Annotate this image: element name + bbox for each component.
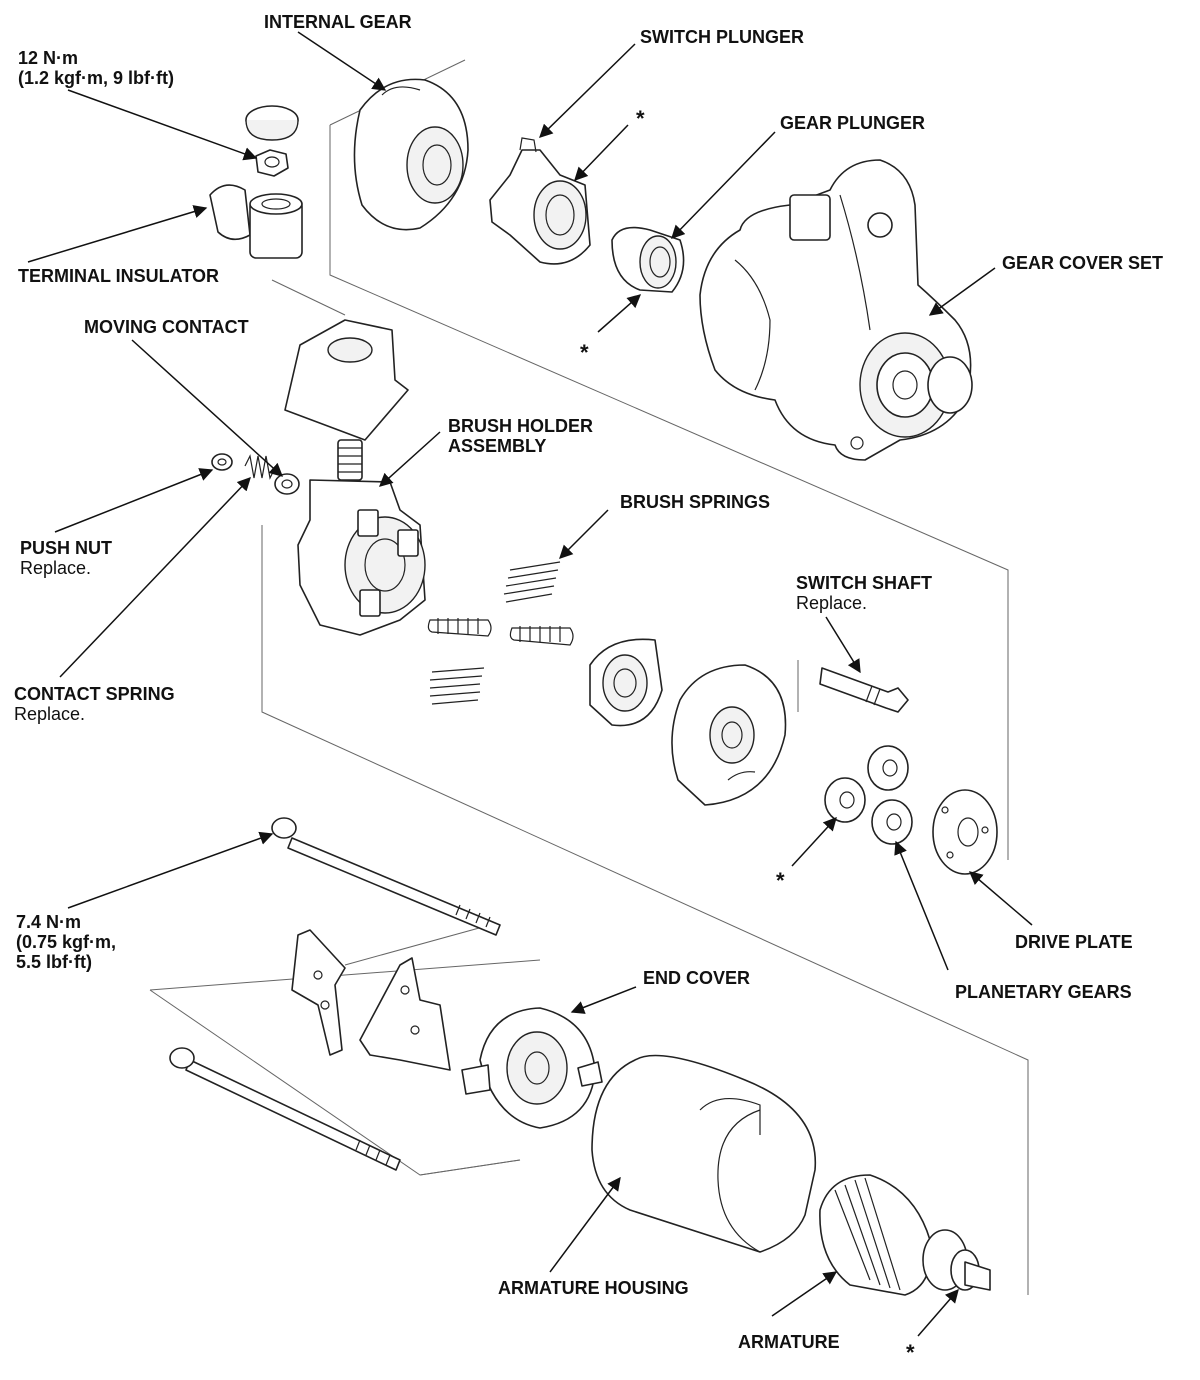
label-switch-shaft-note: Replace. (796, 593, 868, 613)
contact-spring-part (244, 454, 275, 480)
armature-part (819, 1174, 991, 1296)
label-internal-gear: INTERNAL GEAR (264, 12, 412, 32)
brush-springs-part (427, 561, 574, 705)
moving-contact-part (274, 473, 300, 495)
label-contact-spring-note: Replace. (14, 704, 86, 724)
label-armature: ARMATURE (738, 1332, 840, 1352)
terminal-insulator-part (209, 184, 303, 259)
through-bolt-upper (271, 817, 501, 936)
brush-plate-part (589, 638, 663, 727)
bracket-left (291, 929, 346, 1056)
switch-plunger-part (489, 137, 591, 265)
label-brush-holder-line1: BRUSH HOLDER (448, 416, 594, 436)
torque-bolt-line1: 7.4 N·m (16, 912, 82, 932)
label-switch-plunger: SWITCH PLUNGER (640, 27, 804, 47)
label-push-nut-title: PUSH NUT (20, 538, 113, 558)
end-cover-part (461, 1007, 603, 1129)
label-brush-holder-assembly: BRUSH HOLDER ASSEMBLY (448, 416, 593, 456)
bracket-right (359, 957, 451, 1071)
asterisk-armature: * (906, 1340, 915, 1365)
planetary-gears-part (824, 745, 913, 845)
label-gear-plunger: GEAR PLUNGER (780, 113, 926, 133)
brush-holder-assembly-part (297, 439, 426, 636)
asterisk-planetary-gear: * (776, 868, 785, 893)
switch-shaft-part (819, 667, 909, 713)
torque-nut-line2: (1.2 kgf·m, 9 lbf·ft) (18, 68, 174, 88)
gear-plunger-part (611, 226, 685, 293)
push-nut-part (211, 453, 233, 471)
label-planetary-gears: PLANETARY GEARS (955, 982, 1132, 1002)
label-terminal-insulator: TERMINAL INSULATOR (18, 266, 219, 286)
label-end-cover: END COVER (643, 968, 751, 988)
bearing-plate-part (671, 664, 787, 806)
asterisk-gear-plunger: * (580, 340, 589, 365)
label-push-nut-note: Replace. (20, 558, 92, 578)
label-switch-shaft: SWITCH SHAFT Replace. (796, 573, 932, 613)
torque-bolt-line3: 5.5 lbf·ft) (16, 952, 92, 972)
torque-nut: 12 N·m (1.2 kgf·m, 9 lbf·ft) (18, 48, 174, 88)
label-brush-holder-line2: ASSEMBLY (448, 436, 547, 456)
label-contact-spring: CONTACT SPRING Replace. (14, 684, 175, 724)
through-bolt-lower (169, 1047, 401, 1171)
label-gear-cover-set: GEAR COVER SET (1002, 253, 1164, 273)
gear-cover-set-part (699, 159, 973, 461)
assembly-guide-lines (149, 59, 1029, 1295)
torque-bolt-line2: (0.75 kgf·m, (16, 932, 117, 952)
label-push-nut: PUSH NUT Replace. (20, 538, 112, 578)
label-brush-springs: BRUSH SPRINGS (620, 492, 771, 512)
drive-plate-part (932, 789, 998, 875)
terminal-housing-part (284, 319, 409, 441)
label-drive-plate: DRIVE PLATE (1015, 932, 1133, 952)
internal-gear-part (353, 78, 469, 231)
label-switch-shaft-title: SWITCH SHAFT (796, 573, 932, 593)
terminal-cap (245, 105, 299, 141)
terminal-nut (255, 149, 289, 177)
torque-bolt: 7.4 N·m (0.75 kgf·m, 5.5 lbf·ft) (16, 912, 116, 972)
label-armature-housing: ARMATURE HOUSING (498, 1278, 689, 1298)
label-moving-contact: MOVING CONTACT (84, 317, 249, 337)
torque-nut-line1: 12 N·m (18, 48, 79, 68)
leader-lines (27, 31, 1033, 1337)
armature-housing-part (591, 1054, 817, 1253)
asterisk-switch-plunger: * (636, 106, 645, 131)
label-contact-spring-title: CONTACT SPRING (14, 684, 175, 704)
